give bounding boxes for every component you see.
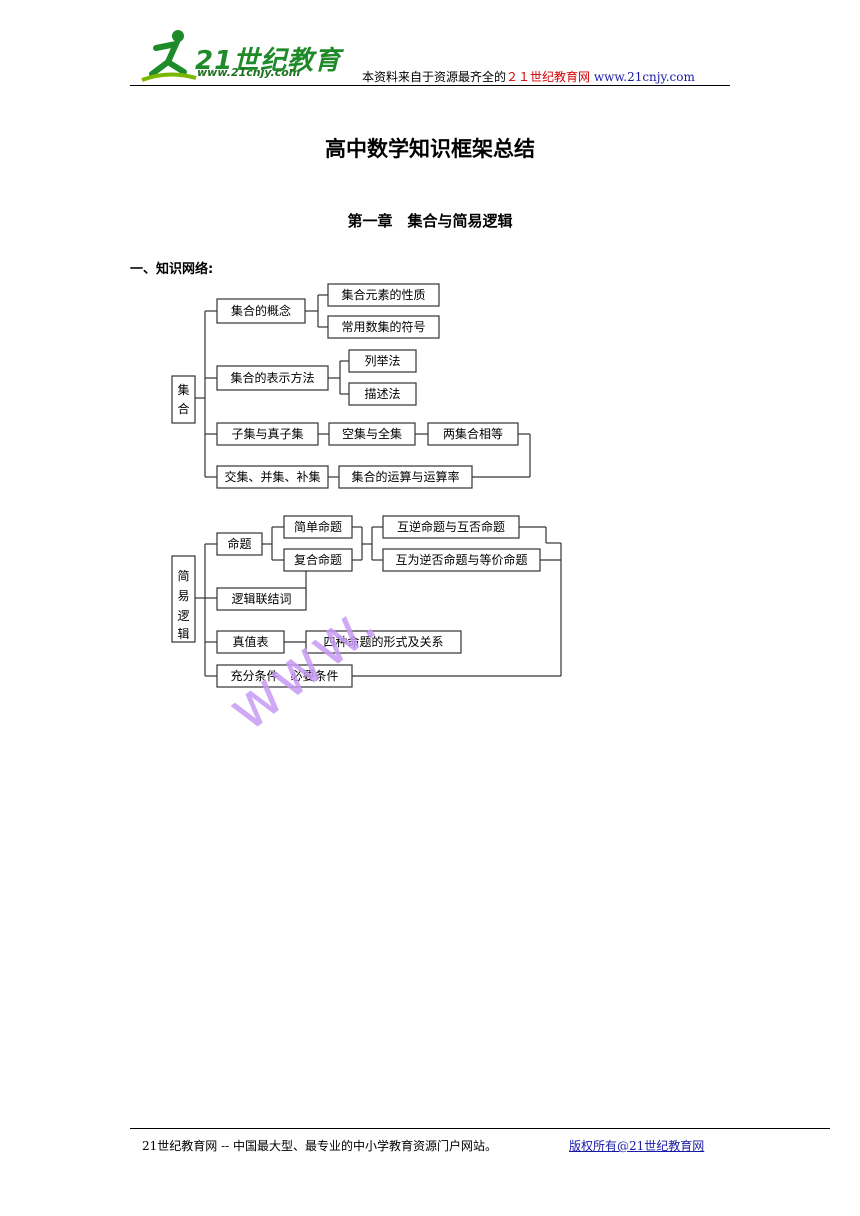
diagram1-root-box — [171, 375, 196, 424]
diagram2-root-char3: 逻 — [177, 609, 189, 623]
logo-url: www.21cnjy.com — [197, 66, 301, 79]
node-contrapositive — [382, 548, 541, 572]
logo-text: 21世纪教育 — [195, 46, 342, 76]
diagram2-root-char2: 易 — [177, 589, 189, 603]
label-inverse-negation: 互逆命题与互否命题 — [397, 519, 505, 534]
label-equal-sets: 两集合相等 — [443, 426, 503, 441]
node-description — [348, 382, 417, 406]
header-note-prefix: 本资料来自于资源最齐全的 — [362, 70, 507, 84]
diagram2-root-char1: 简 — [177, 569, 189, 583]
node-empty-universal — [328, 422, 416, 446]
node-four-forms — [305, 630, 462, 654]
diagram2-root-box — [171, 555, 196, 643]
chapter-heading: 第一章 集合与简易逻辑 — [347, 212, 513, 230]
diagram1-root-char1: 集 — [177, 382, 189, 397]
node-compound — [283, 548, 353, 572]
footer-copyright-link[interactable]: 版权所有@21世纪教育网 — [569, 1139, 705, 1153]
node-connectives — [216, 587, 307, 611]
node-common-sets — [327, 315, 440, 339]
logo-runner-icon — [141, 30, 197, 82]
node-truth-table — [216, 630, 285, 654]
diagram1-connectors — [195, 294, 531, 478]
diagram2-root-char4: 辑 — [177, 627, 189, 641]
node-concept — [216, 298, 306, 324]
node-operations — [216, 465, 329, 489]
label-concept: 集合的概念 — [231, 303, 291, 318]
label-description: 描述法 — [364, 387, 400, 401]
label-common-sets: 常用数集的符号 — [341, 319, 425, 334]
label-representation: 集合的表示方法 — [230, 370, 314, 385]
header-note: 本资料来自于资源最齐全的２１世纪教育网 www.21cnjy.com — [362, 68, 695, 85]
node-element-props — [327, 283, 440, 307]
label-simple: 简单命题 — [294, 519, 342, 534]
label-proposition: 命题 — [227, 536, 251, 551]
label-contrapositive: 互为逆否命题与等价命题 — [395, 552, 527, 567]
label-subset: 子集与真子集 — [231, 426, 303, 441]
node-proposition — [216, 532, 263, 556]
label-operations: 交集、并集、补集 — [224, 469, 320, 484]
diagram2-connectors — [195, 526, 562, 677]
label-conditions: 充分条件 必要条件 — [230, 668, 338, 683]
footer-divider — [130, 1128, 830, 1129]
label-empty-universal: 空集与全集 — [342, 426, 402, 441]
node-operation-laws — [338, 465, 473, 489]
node-inverse-negation — [382, 515, 520, 539]
page-title: 高中数学知识框架总结 — [325, 137, 535, 161]
label-operation-laws: 集合的运算与运算率 — [351, 469, 459, 484]
node-equal-sets — [427, 422, 519, 446]
label-connectives: 逻辑联结词 — [231, 592, 291, 606]
label-truth-table: 真值表 — [232, 634, 268, 649]
node-conditions — [216, 664, 353, 688]
label-element-props: 集合元素的性质 — [341, 287, 425, 302]
node-simple — [283, 515, 353, 539]
section-heading: 一、知识网络: — [130, 262, 214, 277]
node-subset — [216, 422, 319, 446]
footer-description: 21世纪教育网 -- 中国最大型、最专业的中小学教育资源门户网站。 — [142, 1139, 498, 1153]
header-divider — [130, 85, 730, 86]
diagram1-root-char2: 合 — [177, 401, 189, 416]
header-note-site: ２１世纪教育网 — [506, 70, 591, 84]
label-four-forms: 四种命题的形式及关系 — [323, 634, 443, 649]
label-enumeration: 列举法 — [364, 354, 400, 368]
node-enumeration — [348, 349, 417, 373]
header-note-url[interactable]: www.21cnjy.com — [593, 70, 695, 84]
node-representation — [216, 365, 329, 391]
label-compound: 复合命题 — [294, 552, 342, 567]
